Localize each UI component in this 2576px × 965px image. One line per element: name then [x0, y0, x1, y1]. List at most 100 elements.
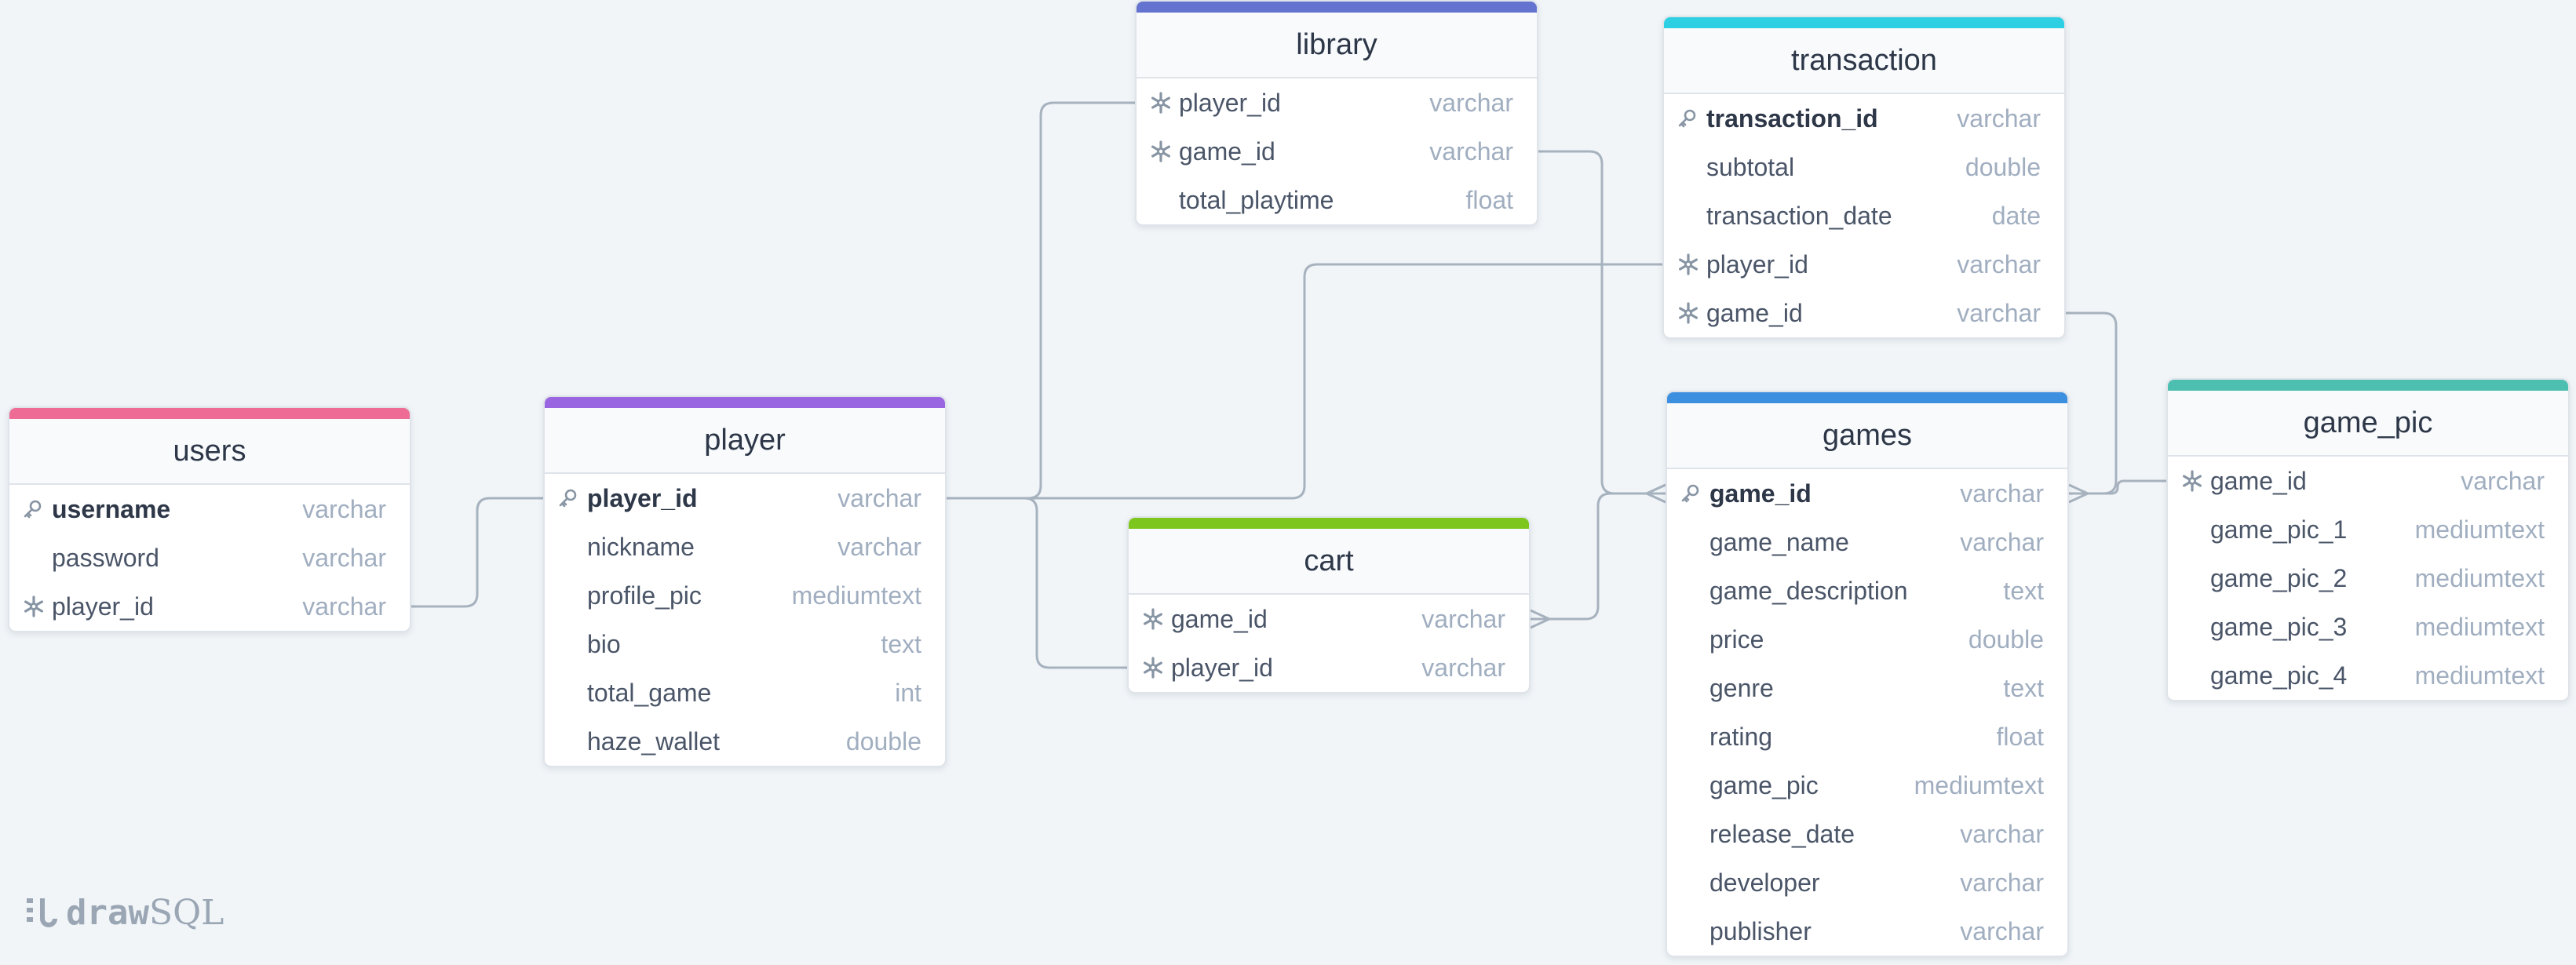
field-row-game-description[interactable]: game_description text [1667, 566, 2067, 615]
field-type: varchar [302, 592, 386, 621]
field-name: password [52, 543, 159, 572]
field-name: release_date [1709, 819, 1855, 848]
field-type: mediumtext [2414, 563, 2545, 592]
table-color-bar [9, 408, 410, 419]
many-end-marker [2068, 483, 2089, 504]
field-type: varchar [1957, 298, 2041, 327]
field-row-developer[interactable]: developer varchar [1667, 858, 2067, 907]
field-type: mediumtext [2414, 612, 2545, 641]
field-type: varchar [1960, 527, 2044, 556]
field-type: text [2003, 576, 2044, 605]
field-type: varchar [302, 543, 386, 572]
field-name: game_pic_2 [2210, 563, 2348, 592]
field-name: player_id [1706, 249, 1808, 279]
relation-line[interactable] [947, 497, 1127, 669]
field-row-password[interactable]: password varchar [9, 533, 410, 582]
primary-key-icon [1680, 483, 1709, 504]
field-type: varchar [302, 494, 386, 523]
table-color-bar [1667, 392, 2067, 403]
field-type: varchar [1960, 819, 2044, 848]
drawsql-logo-icon [27, 898, 57, 927]
foreign-key-icon [1677, 301, 1706, 325]
table-title[interactable]: player [545, 408, 945, 474]
field-name: player_id [1179, 88, 1281, 117]
logo-text-draw: draw [66, 893, 149, 933]
field-type: mediumtext [791, 581, 921, 610]
field-name: developer [1709, 868, 1820, 897]
relation-line[interactable] [947, 263, 1662, 500]
field-type: varchar [837, 532, 921, 561]
field-name: player_id [1171, 653, 1273, 682]
field-row-player-id[interactable]: player_id varchar [1137, 78, 1537, 127]
field-type: varchar [2461, 466, 2545, 495]
relation-line[interactable] [2066, 311, 2118, 495]
relation-line[interactable] [1531, 492, 1666, 621]
relation-line[interactable] [1538, 150, 1666, 495]
field-name: total_game [587, 678, 712, 707]
relation-line[interactable] [411, 497, 543, 608]
field-type: varchar [1421, 653, 1505, 682]
field-row-release-date[interactable]: release_date varchar [1667, 810, 2067, 858]
relation-line[interactable] [947, 101, 1135, 500]
field-type: float [1996, 722, 2044, 751]
field-row-player-id[interactable]: player_id varchar [1129, 643, 1529, 692]
field-type: varchar [1429, 88, 1513, 117]
table-title[interactable]: game_pic [2168, 391, 2568, 457]
table-color-bar [545, 397, 945, 408]
field-type: varchar [1429, 137, 1513, 166]
table-color-bar [1664, 17, 2064, 28]
field-name: game_pic_1 [2210, 515, 2348, 544]
many-end-marker [1646, 483, 1666, 504]
field-name: subtotal [1706, 152, 1795, 181]
table-title[interactable]: games [1667, 403, 2067, 469]
table-title[interactable]: cart [1129, 529, 1529, 595]
field-name: player_id [587, 483, 698, 512]
field-type: varchar [1960, 868, 2044, 897]
table-title[interactable]: library [1137, 13, 1537, 78]
relation-line[interactable] [2069, 479, 2166, 495]
field-name: game_description [1709, 576, 1908, 605]
field-type: double [1965, 152, 2041, 181]
table-title[interactable]: users [9, 419, 410, 485]
field-type: varchar [1960, 916, 2044, 945]
table-title[interactable]: transaction [1664, 28, 2064, 94]
field-row-game-pic-2[interactable]: game_pic_2 mediumtext [2168, 554, 2568, 603]
field-row-subtotal[interactable]: subtotal double [1664, 143, 2064, 191]
drawsql-logo[interactable]: drawSQL [25, 893, 224, 933]
field-name: haze_wallet [587, 726, 720, 756]
